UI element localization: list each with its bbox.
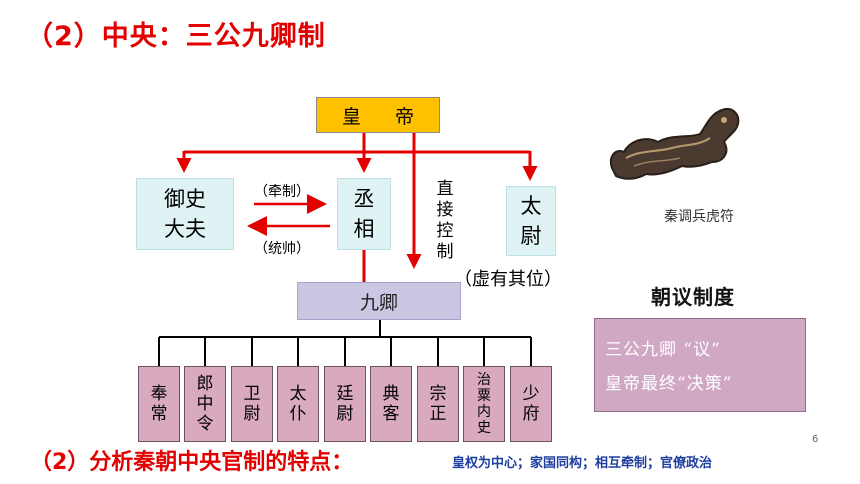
minister-char: 郎 (196, 374, 214, 394)
page-title: （2）中央：三公九卿制 (26, 21, 326, 52)
minister-char: 正 (429, 404, 447, 424)
tiger-tally-caption: 秦调兵虎符 (664, 209, 734, 225)
minister-weiwei: 卫 尉 (231, 366, 273, 442)
direct-control-label: 直 接 控 制 (434, 179, 456, 263)
minister-char: 令 (196, 414, 214, 434)
minister-char: 奉 (150, 384, 168, 404)
minister-char: 太 (289, 384, 307, 404)
xuyou-qiwei-label: （虚有其位） (454, 269, 562, 290)
chengxiang-line-2: 相 (353, 217, 375, 241)
minister-char: 治 (477, 372, 491, 388)
answer-text: 皇权为中心；家国同构；相互牵制；官僚政治 (452, 456, 713, 471)
minister-char: 史 (477, 420, 491, 436)
direct-control-char: 制 (436, 242, 454, 262)
chaoyi-line-1: 三公九卿 “议” (605, 340, 721, 360)
question-title: （2）分析秦朝中央官制的特点： (30, 450, 354, 475)
direct-control-char: 控 (436, 221, 454, 241)
chaoyi-card: 三公九卿 “议” 皇帝最终“决策” (594, 318, 806, 412)
chengxiang-box: 丞 相 (337, 178, 391, 250)
minister-char: 尉 (243, 404, 261, 424)
direct-control-char: 直 (436, 179, 454, 199)
chaoyi-title: 朝议制度 (651, 285, 735, 309)
minister-char: 中 (196, 394, 214, 414)
yushi-dafu-box: 御史 大夫 (136, 178, 234, 250)
direct-control-char: 接 (436, 200, 454, 220)
minister-char: 典 (382, 384, 400, 404)
minister-char: 仆 (289, 404, 307, 424)
minister-char: 少 (522, 384, 540, 404)
minister-zhisuneishi: 治 粟 内 史 (463, 366, 505, 442)
tongshuai-label: （统帅） (254, 241, 310, 257)
minister-char: 廷 (336, 384, 354, 404)
minister-dianke: 典 客 (370, 366, 412, 442)
jiuqing-box: 九卿 (297, 282, 461, 320)
minister-langzhongling: 郎 中 令 (184, 366, 226, 442)
taiwei-line-2: 尉 (520, 224, 542, 248)
minister-char: 卫 (243, 384, 261, 404)
minister-fengchang: 奉 常 (138, 366, 180, 442)
qianzhi-label: （牵制） (254, 184, 310, 200)
taiwei-line-1: 太 (520, 194, 542, 218)
minister-char: 宗 (429, 384, 447, 404)
yushi-line-2: 大夫 (164, 217, 206, 241)
minister-zongzheng: 宗 正 (417, 366, 459, 442)
minister-char: 内 (477, 404, 491, 420)
minister-taipu: 太 仆 (277, 366, 319, 442)
minister-char: 常 (150, 404, 168, 424)
minister-char: 尉 (336, 404, 354, 424)
minister-char: 客 (382, 404, 400, 424)
page-number: 6 (812, 434, 819, 445)
minister-char: 粟 (477, 388, 491, 404)
taiwei-box: 太 尉 (506, 186, 556, 256)
tiger-tally-image (610, 108, 740, 180)
emperor-box: 皇 帝 (316, 97, 440, 133)
minister-shaofu: 少 府 (510, 366, 552, 442)
chengxiang-line-1: 丞 (353, 187, 375, 211)
minister-char: 府 (522, 404, 540, 424)
chaoyi-line-2: 皇帝最终“决策” (605, 374, 733, 394)
minister-tingwei: 廷 尉 (324, 366, 366, 442)
yushi-line-1: 御史 (164, 187, 206, 211)
